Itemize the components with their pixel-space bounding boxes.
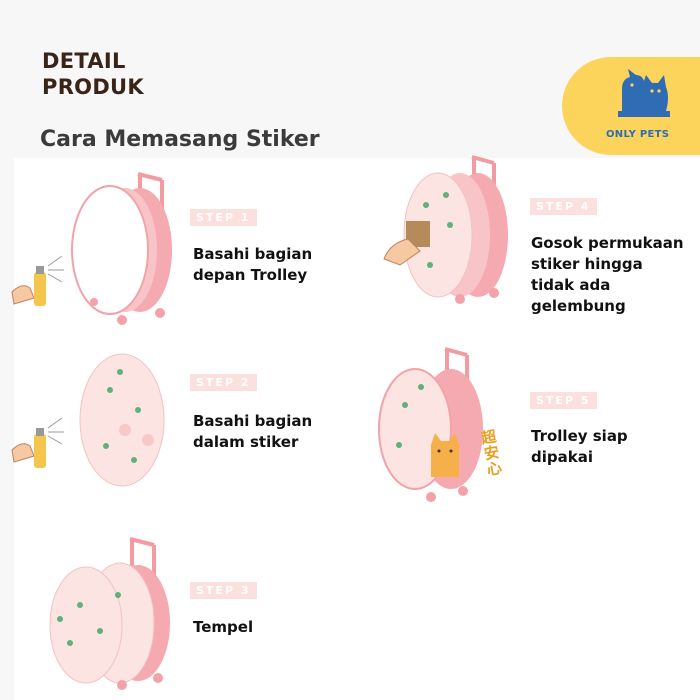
step1-badge: STEP 1 bbox=[190, 209, 257, 226]
step5-illustration bbox=[378, 347, 483, 502]
step3-badge: STEP 3 bbox=[190, 582, 257, 599]
step4-text: Gosok permukaan stiker hingga tidak ada … bbox=[531, 234, 684, 315]
step4-badge: STEP 4 bbox=[530, 198, 597, 215]
brand-logo: ONLY PETS bbox=[562, 57, 700, 155]
step4-illustration bbox=[383, 155, 508, 304]
step2-badge: STEP 2 bbox=[190, 374, 257, 391]
title-line-1: DETAIL bbox=[42, 49, 126, 73]
cat-dog-icon bbox=[618, 69, 670, 117]
step2-text: Basahi bagian dalam stiker bbox=[193, 412, 313, 451]
step3-illustration bbox=[49, 537, 170, 690]
title-line-2: PRODUK bbox=[42, 75, 144, 99]
step3-text: Tempel bbox=[193, 618, 254, 636]
step1-illustration bbox=[11, 172, 172, 325]
step1-text: Basahi bagian depan Trolley bbox=[193, 245, 313, 284]
step2-illustration bbox=[11, 353, 165, 487]
section-title: Cara Memasang Stiker bbox=[40, 127, 320, 152]
step5-badge: STEP 5 bbox=[530, 392, 597, 409]
logo-text: ONLY PETS bbox=[606, 129, 670, 140]
page-title: DETAIL PRODUK bbox=[42, 48, 144, 100]
step5-text: Trolley siap dipakai bbox=[531, 427, 628, 466]
